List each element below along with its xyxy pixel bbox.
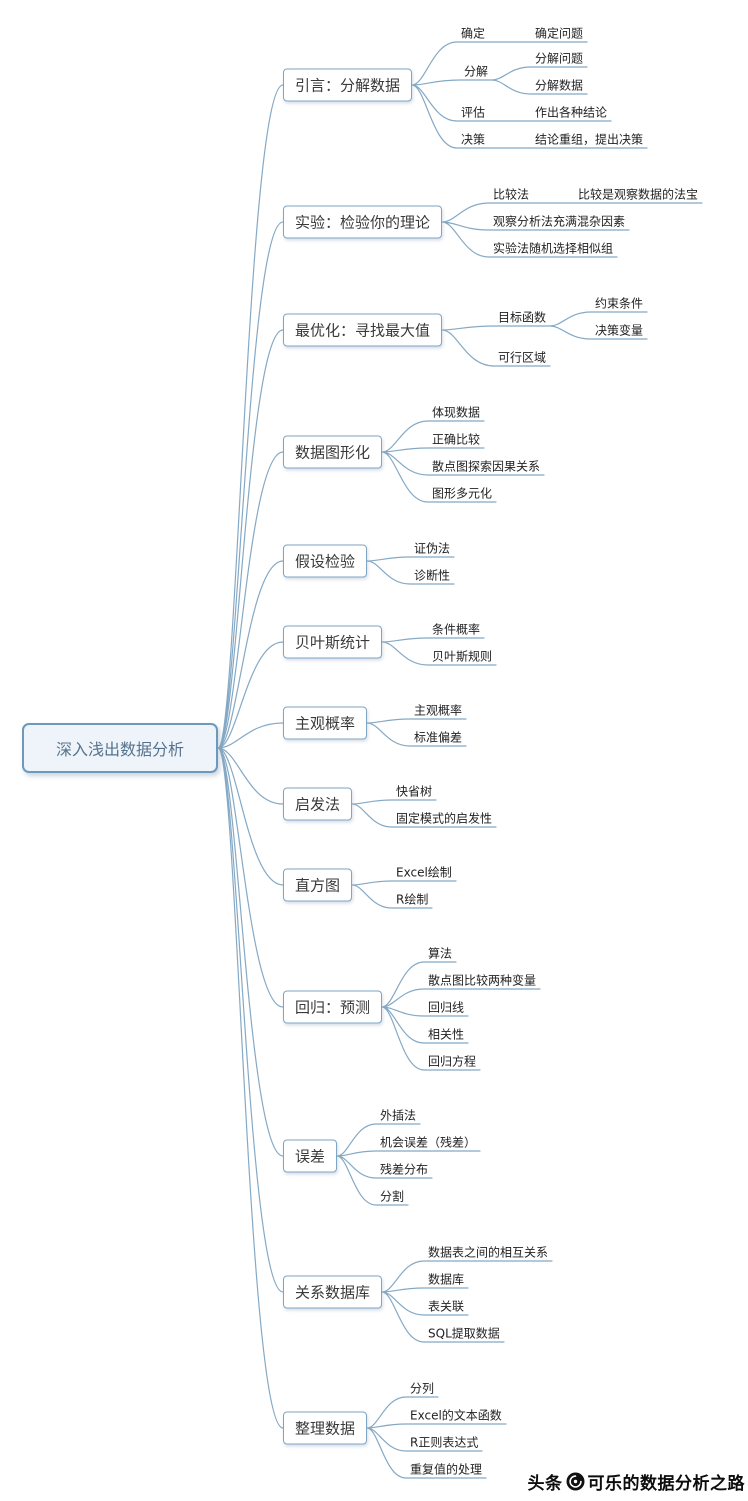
sub-topic[interactable]: 标准偏差 xyxy=(414,730,463,745)
sub-topic[interactable]: 诊断性 xyxy=(414,568,451,583)
central-topic[interactable]: 深入浅出数据分析 xyxy=(22,723,218,773)
sub-topic[interactable]: Excel的文本函数 xyxy=(410,1408,502,1423)
main-topic[interactable]: 数据图形化 xyxy=(283,435,383,469)
toutiao-logo-icon xyxy=(566,1472,585,1491)
watermark-handle: 可乐的数据分析之路 xyxy=(587,1474,745,1494)
main-topic[interactable]: 贝叶斯统计 xyxy=(283,625,383,659)
sub-topic[interactable]: 残差分布 xyxy=(380,1162,429,1177)
main-topic[interactable]: 假设检验 xyxy=(283,544,368,578)
sub-topic[interactable]: 数据库 xyxy=(428,1272,465,1287)
sub-topic[interactable]: 决策 xyxy=(461,132,486,147)
sub-topic[interactable]: 分解 xyxy=(464,64,489,79)
sub-topic[interactable]: 散点图比较两种变量 xyxy=(428,973,537,988)
sub-topic[interactable]: 数据表之间的相互关系 xyxy=(428,1245,549,1260)
sub-topic[interactable]: 评估 xyxy=(461,105,486,120)
main-topic[interactable]: 主观概率 xyxy=(283,706,368,740)
sub-topic[interactable]: R正则表达式 xyxy=(410,1435,479,1450)
sub-topic[interactable]: 观察分析法充满混杂因素 xyxy=(493,214,626,229)
sub-topic[interactable]: 决策变量 xyxy=(595,323,644,338)
sub-topic[interactable]: 约束条件 xyxy=(595,296,644,311)
sub-topic[interactable]: 分解数据 xyxy=(535,78,584,93)
main-topic[interactable]: 误差 xyxy=(283,1139,338,1173)
sub-topic[interactable]: 结论重组，提出决策 xyxy=(535,132,644,147)
main-topic[interactable]: 实验：检验你的理论 xyxy=(283,205,443,239)
sub-topic[interactable]: R绘制 xyxy=(396,892,429,907)
sub-topic[interactable]: 分解问题 xyxy=(535,51,584,66)
sub-topic[interactable]: 比较法 xyxy=(493,187,530,202)
sub-topic[interactable]: 作出各种结论 xyxy=(535,105,608,120)
sub-topic[interactable]: 机会误差（残差） xyxy=(380,1135,477,1150)
sub-topic[interactable]: 目标函数 xyxy=(498,310,547,325)
sub-topic[interactable]: Excel绘制 xyxy=(396,865,452,880)
sub-topic[interactable]: 条件概率 xyxy=(432,622,481,637)
sub-topic[interactable]: 散点图探索因果关系 xyxy=(432,459,541,474)
main-topic[interactable]: 整理数据 xyxy=(283,1411,368,1445)
sub-topic[interactable]: 回归线 xyxy=(428,1000,465,1015)
sub-topic[interactable]: SQL提取数据 xyxy=(428,1326,500,1341)
main-topic[interactable]: 引言：分解数据 xyxy=(283,68,413,102)
sub-topic[interactable]: 贝叶斯规则 xyxy=(432,649,493,664)
sub-topic[interactable]: 固定模式的启发性 xyxy=(396,811,493,826)
sub-topic[interactable]: 确定 xyxy=(461,26,486,41)
sub-topic[interactable]: 比较是观察数据的法宝 xyxy=(578,187,699,202)
sub-topic[interactable]: 证伪法 xyxy=(414,541,451,556)
sub-topic[interactable]: 主观概率 xyxy=(414,703,463,718)
sub-topic[interactable]: 分割 xyxy=(380,1189,405,1204)
sub-topic[interactable]: 快省树 xyxy=(396,784,433,799)
sub-topic[interactable]: 图形多元化 xyxy=(432,486,493,501)
sub-topic[interactable]: 表关联 xyxy=(428,1299,465,1314)
watermark: 头条 可乐的数据分析之路 xyxy=(528,1469,746,1494)
sub-topic[interactable]: 体现数据 xyxy=(432,405,481,420)
main-topic[interactable]: 回归：预测 xyxy=(283,990,383,1024)
sub-topic[interactable]: 相关性 xyxy=(428,1027,465,1042)
sub-topic[interactable]: 重复值的处理 xyxy=(410,1462,483,1477)
main-topic[interactable]: 关系数据库 xyxy=(283,1275,383,1309)
sub-topic[interactable]: 实验法随机选择相似组 xyxy=(493,241,614,256)
sub-topic[interactable]: 正确比较 xyxy=(432,432,481,447)
watermark-prefix: 头条 xyxy=(527,1474,563,1494)
main-topic[interactable]: 直方图 xyxy=(283,868,353,902)
sub-topic[interactable]: 外插法 xyxy=(380,1108,417,1123)
sub-topic[interactable]: 算法 xyxy=(428,946,453,961)
sub-topic[interactable]: 可行区域 xyxy=(498,350,547,365)
sub-topic[interactable]: 分列 xyxy=(410,1381,435,1396)
sub-topic[interactable]: 确定问题 xyxy=(535,26,584,41)
main-topic[interactable]: 启发法 xyxy=(283,787,353,821)
main-topic[interactable]: 最优化：寻找最大值 xyxy=(283,313,443,347)
sub-topic[interactable]: 回归方程 xyxy=(428,1054,477,1069)
